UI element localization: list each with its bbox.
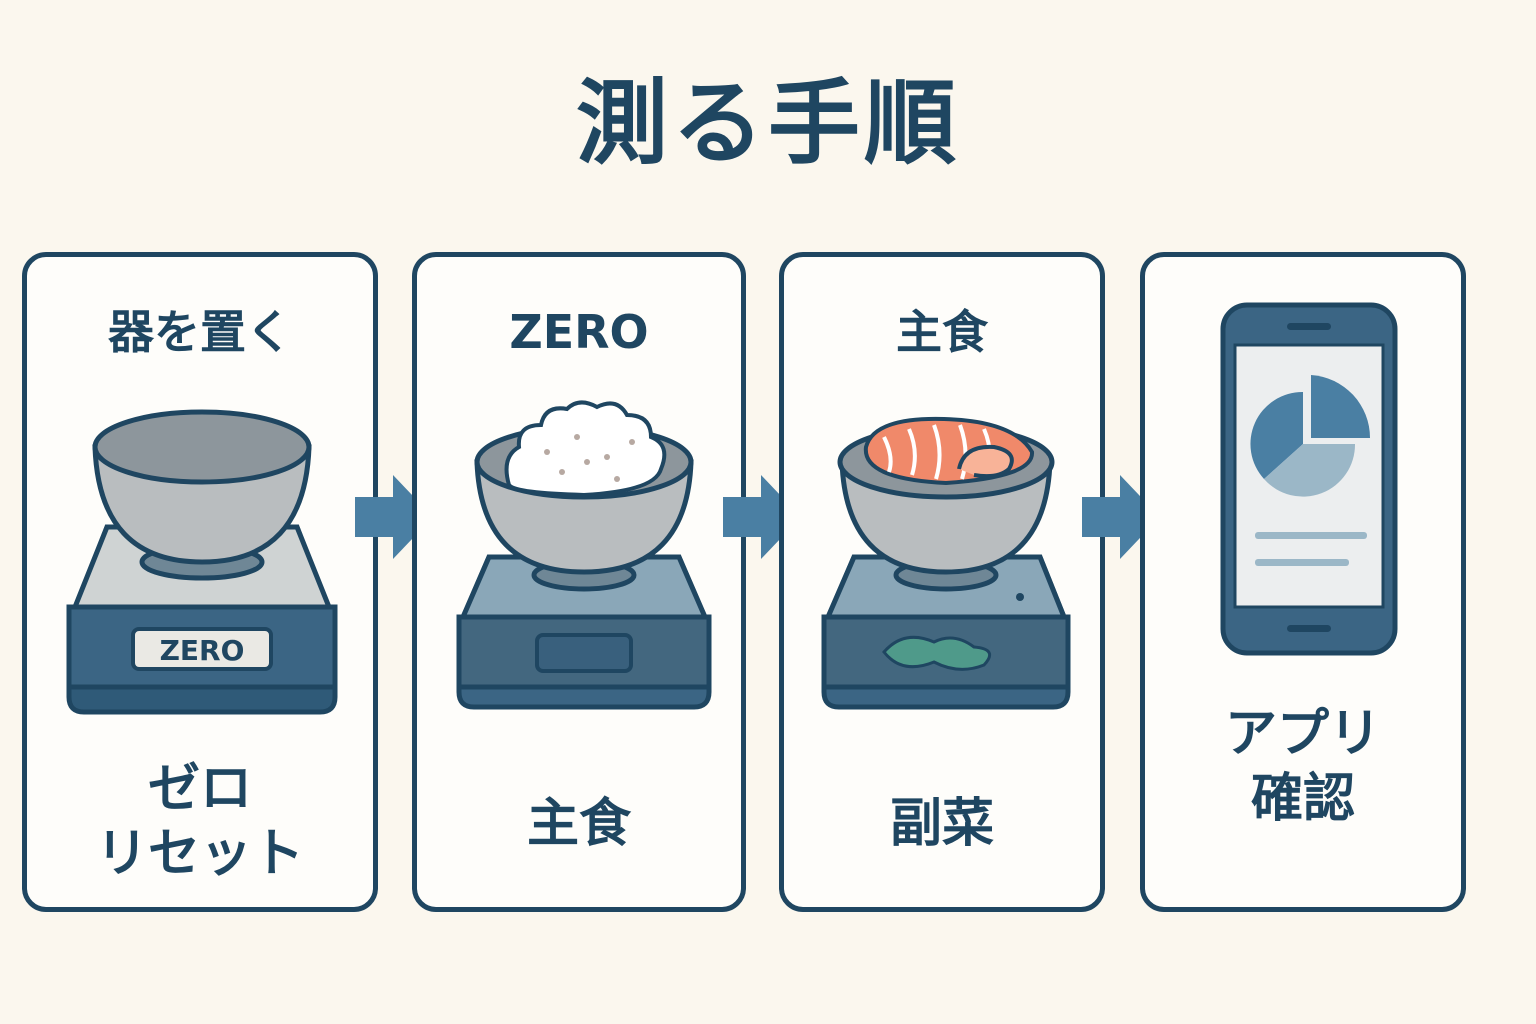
step-4-bottom-label: アプリ 確認 [1145, 702, 1461, 832]
page-title: 測る手順 [575, 70, 960, 177]
step-card-main-dish: 主食 副菜 [779, 252, 1105, 912]
step-2-bottom-label: 主食 [526, 794, 631, 854]
arrow-right-icon [723, 475, 801, 559]
scale-display-text: ZERO [160, 634, 245, 667]
step-4-bottom-label-line2: 確認 [1250, 769, 1355, 829]
step-card-app-check: アプリ 確認 [1140, 252, 1466, 912]
rice-bowl-on-scale-icon [456, 400, 712, 710]
step-3-bottom-label: 副菜 [889, 794, 994, 854]
arrow-right-icon [1082, 475, 1160, 559]
step-1-bottom-label-line2: リセット [95, 824, 304, 884]
step-3-top-label: 主食 [896, 305, 988, 359]
step-1-bottom-label-line1: ゼロ [147, 759, 252, 819]
salmon-bowl-on-scale-icon [821, 416, 1071, 710]
step-1-top-label: 器を置く [108, 305, 292, 359]
smartphone-pie-chart-icon [1220, 302, 1398, 656]
bowl-on-scale-icon: ZERO [66, 409, 338, 715]
step-2-top-label: ZERO [509, 305, 649, 359]
step-card-place-bowl: 器を置く ZERO ゼロ リセット [22, 252, 378, 912]
step-card-zero: ZERO 主食 [412, 252, 746, 912]
step-1-bottom-label: ゼロ リセット [27, 757, 373, 887]
step-4-bottom-label-line1: アプリ [1224, 704, 1381, 764]
arrow-right-icon [355, 475, 433, 559]
